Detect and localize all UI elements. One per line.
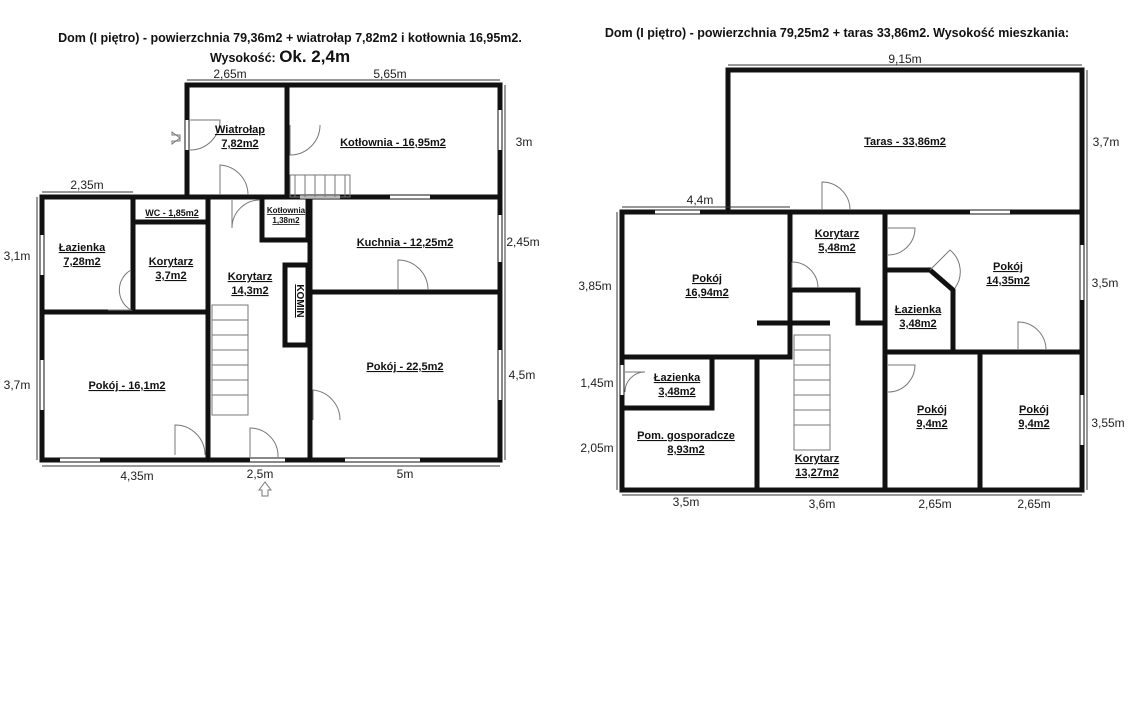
dimension-label: 2,05m <box>580 441 613 455</box>
left-plan: Dom (I piętro) - powierzchnia 79,36m2 + … <box>4 31 540 497</box>
room-label: Taras - 33,86m2 <box>864 136 946 148</box>
stairs-icon <box>211 304 249 416</box>
exit-arrow-icon <box>171 131 181 145</box>
left-plan-doors <box>108 119 429 497</box>
door-icon <box>189 119 221 151</box>
dimension-label: 2,65m <box>918 497 951 511</box>
dimension-label: 5,65m <box>373 67 406 81</box>
left-plan-dimensions: 2,65m 5,65m 2,35m 3m 3,1m 2,45m 3,7m 4,5… <box>4 67 540 483</box>
left-plan-title: Dom (I piętro) - powierzchnia 79,36m2 + … <box>58 31 522 45</box>
entrance-arrow-icon <box>258 481 272 497</box>
door-icon <box>397 259 429 291</box>
right-plan-doors <box>624 181 1047 451</box>
room-label: Kotłownia - 16,95m2 <box>340 137 446 149</box>
door-icon <box>249 427 279 458</box>
dimension-label: 3,55m <box>1091 416 1124 430</box>
dimension-label: 4,35m <box>120 469 153 483</box>
door-icon <box>887 364 916 393</box>
right-plan-title: Dom (I piętro) - powierzchnia 79,25m2 + … <box>605 26 1069 40</box>
door-icon <box>929 249 961 289</box>
dimension-label: 3,6m <box>809 497 836 511</box>
dimension-label: 3,7m <box>4 378 31 392</box>
dimension-label: 5m <box>397 467 414 481</box>
chimney-label: KOMIN <box>294 284 305 317</box>
door-icon <box>231 199 261 229</box>
stairs-icon <box>793 334 831 451</box>
dimension-label: 3,85m <box>578 279 611 293</box>
right-plan: Dom (I piętro) - powierzchnia 79,25m2 + … <box>578 26 1124 511</box>
dimension-label: 2,65m <box>213 67 246 81</box>
dimension-label: 3,7m <box>1093 135 1120 149</box>
dimension-label: 9,15m <box>888 52 921 66</box>
left-plan-walls <box>39 82 503 463</box>
door-icon <box>219 164 249 196</box>
dimension-label: 4,4m <box>687 193 714 207</box>
right-plan-walls <box>619 67 1085 493</box>
dimension-label: 3,5m <box>1092 276 1119 290</box>
dimension-label: 2,35m <box>70 178 103 192</box>
door-icon <box>312 389 341 421</box>
door-icon <box>289 124 321 156</box>
door-icon <box>887 227 916 256</box>
door-icon <box>791 261 819 289</box>
door-icon <box>821 181 851 211</box>
door-icon <box>624 371 646 393</box>
dimension-label: 4,5m <box>509 368 536 382</box>
dimension-label: 2,5m <box>247 467 274 481</box>
dimension-label: 3,1m <box>4 249 31 263</box>
dimension-label: 3m <box>516 135 533 149</box>
dimension-label: 3,5m <box>673 495 700 509</box>
room-label: WC - 1,85m2 <box>145 208 199 218</box>
room-label: Pokój - 16,1m2 <box>88 380 165 392</box>
left-plan-height-label: Wysokość: Ok. 2,4m <box>210 47 350 66</box>
door-icon <box>108 269 133 311</box>
door-icon <box>174 424 206 456</box>
dimension-label: 1,45m <box>580 376 613 390</box>
dimension-label: 2,45m <box>506 235 539 249</box>
dimension-label: 2,65m <box>1017 497 1050 511</box>
door-icon <box>1017 321 1047 351</box>
stairs-icon <box>289 174 351 198</box>
room-label: Pokój - 22,5m2 <box>366 361 443 373</box>
right-plan-dimensions: 9,15m 3,7m 4,4m 3,85m 3,5m 1,45m 2,05m 3… <box>578 52 1124 511</box>
room-label: Kuchnia - 12,25m2 <box>357 237 454 249</box>
